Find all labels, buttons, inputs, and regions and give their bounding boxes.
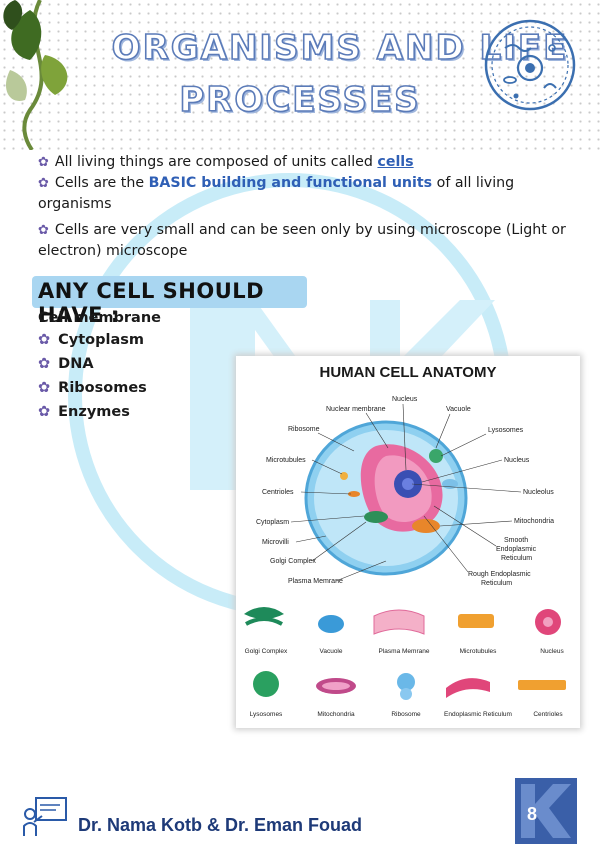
bullet-basic-units: ✿ Cells are the BASIC building and functi… — [38, 173, 578, 214]
organelle-label: Centrioles — [533, 711, 563, 718]
cell-illustration — [304, 420, 468, 576]
label-golgi-complex: Golgi Complex — [270, 558, 316, 565]
organelle-label: Endoplasmic Reticulum — [444, 711, 512, 718]
label-smooth-er-2: Endoplasmic — [496, 546, 537, 553]
section-heading-banner: ANY CELL SHOULD HAVE : — [32, 276, 307, 327]
flower-bullet-icon: ✿ — [38, 380, 51, 396]
label-plasma-memrane: Plasma Memrane — [288, 578, 343, 585]
vine-leaf-icon — [3, 0, 68, 150]
organelle-label: Ribosome — [391, 711, 421, 718]
flower-bullet-icon: ✿ — [38, 356, 51, 372]
list-item: ✿ Enzymes — [38, 404, 161, 420]
organelle-row-1 — [244, 607, 561, 635]
list-item: ✿ Ribosomes — [38, 380, 161, 396]
organelle-label: Microtubules — [460, 648, 498, 655]
list-item-label: Cytoplasm — [58, 332, 145, 348]
organelle-label: Vacuole — [319, 648, 342, 655]
page-number: 8 — [527, 804, 538, 824]
cell-anatomy-figure: HUMAN CELL ANATOMY Nuclear membrane Ribo… — [236, 356, 580, 728]
list-item-label: DNA — [58, 356, 94, 372]
flower-bullet-icon: ✿ — [38, 404, 51, 420]
label-centrioles: Centrioles — [262, 489, 294, 496]
intro-bullet-list: ✿ All living things are composed of units… — [38, 152, 578, 261]
cells-link[interactable]: cells — [377, 154, 414, 170]
flower-bullet-icon: ✿ — [38, 155, 49, 170]
label-nucleolus: Nucleolus — [523, 489, 554, 496]
organelle-label: Golgi Complex — [245, 648, 288, 655]
label-smooth-er-3: Reticulum — [501, 555, 532, 562]
section-heading: ANY CELL SHOULD HAVE : — [38, 279, 265, 327]
label-vacuole: Vacuole — [446, 406, 471, 413]
list-item: ✿ DNA — [38, 356, 161, 372]
list-item-label: Ribosomes — [58, 380, 147, 396]
cell-diagram: Nuclear membrane Ribosome Microtubules C… — [244, 396, 566, 718]
organelle-label: Nucleus — [540, 648, 564, 655]
cell-outline-icon — [484, 19, 576, 111]
bullet-text: of all living organisms — [38, 175, 515, 212]
teacher-board-icon — [23, 797, 67, 836]
page-title-line-1: ORGANISMS AND LIFE — [111, 27, 569, 69]
bullet-microscope: ✿Cells are very small and can be seen on… — [38, 220, 578, 261]
label-nucleus-top: Nucleus — [392, 396, 418, 403]
cell-components-list: Cell membrane ✿ Cytoplasm ✿ DNA ✿ Ribosomes… — [38, 310, 161, 428]
bullet-text: Cells are very small and can be seen onl… — [38, 222, 566, 259]
organelle-label: Mitochondria — [317, 711, 355, 718]
figure-title: HUMAN CELL ANATOMY — [319, 364, 497, 381]
label-ribosome: Ribosome — [288, 426, 320, 433]
list-item: Cell membrane — [38, 310, 161, 326]
page-title-line-2: PROCESSES — [179, 79, 421, 121]
label-nuclear-membrane: Nuclear membrane — [326, 406, 386, 413]
label-rough-er-2: Reticulum — [481, 580, 512, 587]
flower-bullet-icon: ✿ — [38, 176, 49, 191]
flower-bullet-icon: ✿ — [38, 223, 49, 238]
list-item: ✿ Cytoplasm — [38, 332, 161, 348]
label-nucleus-right: Nucleus — [504, 457, 530, 464]
bullet-living-things: ✿ All living things are composed of units… — [38, 152, 578, 173]
label-microtubules: Microtubules — [266, 457, 306, 464]
flower-bullet-icon: ✿ — [38, 332, 51, 348]
label-rough-er: Rough Endoplasmic — [468, 571, 531, 578]
list-item-label: Enzymes — [58, 404, 130, 420]
page-number-badge — [515, 778, 577, 844]
label-mitochondria: Mitochondria — [514, 518, 554, 525]
footer-authors: Dr. Nama Kotb & Dr. Eman Fouad — [78, 815, 363, 835]
highlight-text: BASIC building and functional units — [148, 175, 433, 191]
label-lysosomes: Lysosomes — [488, 427, 524, 434]
organelle-row-2 — [253, 671, 566, 700]
label-smooth-er: Smooth — [504, 537, 528, 544]
organelle-label: Plasma Memrane — [379, 648, 430, 655]
bullet-text: Cells are the — [54, 175, 149, 191]
label-microvilli: Microvilli — [262, 539, 289, 546]
label-cytoplasm: Cytoplasm — [256, 519, 289, 526]
organelle-label: Lysosomes — [250, 711, 283, 718]
bullet-text: All living things are composed of units … — [54, 154, 378, 170]
header-band — [0, 0, 600, 150]
